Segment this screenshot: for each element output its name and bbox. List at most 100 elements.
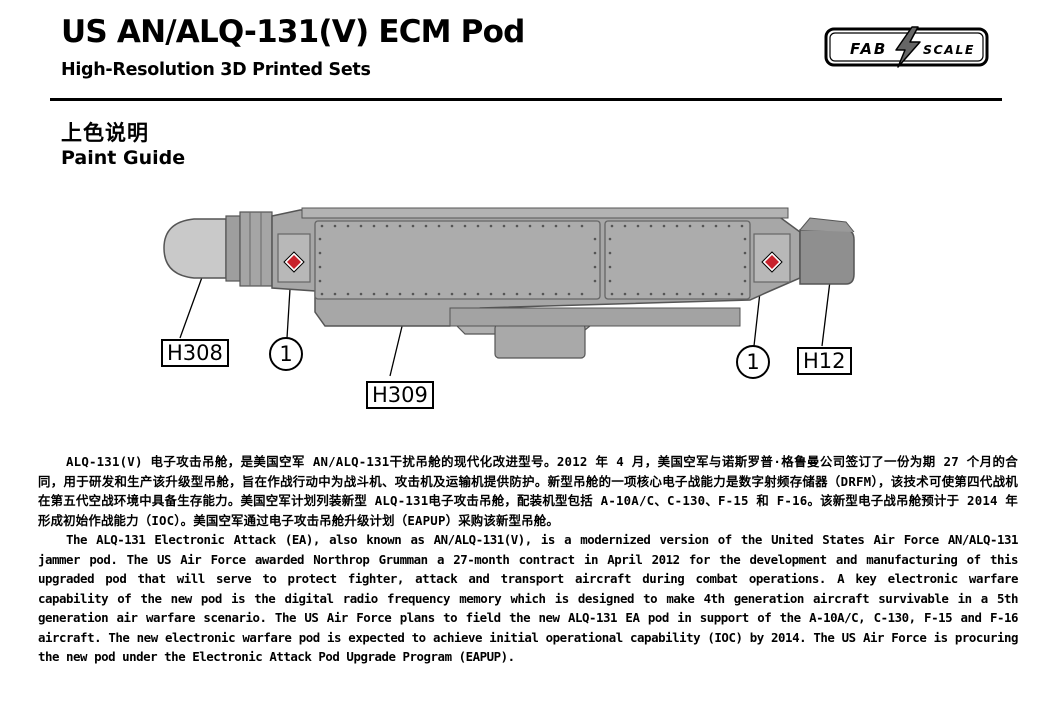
- description-cn: ALQ-131(V) 电子攻击吊舱，是美国空军 AN/ALQ-131干扰吊舱的现…: [38, 454, 1018, 528]
- rivet: [743, 265, 747, 269]
- section-title-cn: 上色说明: [61, 121, 149, 145]
- rivet: [489, 292, 493, 296]
- rivet: [346, 224, 350, 228]
- pod-panel-front: [314, 220, 601, 300]
- ecm-pod-diagram: [163, 207, 855, 377]
- callout-h309: H309: [366, 381, 434, 409]
- callout-h308: H308: [161, 339, 229, 367]
- rivet: [593, 265, 597, 269]
- rivet: [489, 224, 493, 228]
- rivet: [567, 292, 571, 296]
- rivet: [743, 237, 747, 241]
- logo-text-scale: SCALE: [923, 42, 975, 57]
- rivet: [318, 265, 322, 269]
- rivet: [662, 292, 666, 296]
- rivet: [580, 292, 584, 296]
- rivet: [346, 292, 350, 296]
- rivet: [636, 292, 640, 296]
- ref-marker-rear: 1: [736, 345, 770, 379]
- ref-marker-front: 1: [269, 337, 303, 371]
- rivet: [740, 224, 744, 228]
- rivet: [701, 292, 705, 296]
- pod-nose-cone: [163, 218, 227, 279]
- rivet: [333, 224, 337, 228]
- rivet: [398, 292, 402, 296]
- rivet: [727, 224, 731, 228]
- rivet: [385, 292, 389, 296]
- rivet: [727, 292, 731, 296]
- rivet: [675, 292, 679, 296]
- pod-tail-cone: [799, 229, 855, 285]
- rivet: [463, 224, 467, 228]
- rivet: [437, 224, 441, 228]
- rivet: [333, 292, 337, 296]
- rivet: [623, 292, 627, 296]
- rivet: [411, 224, 415, 228]
- rivet: [398, 224, 402, 228]
- rivet: [743, 251, 747, 255]
- rivet: [476, 224, 480, 228]
- rivet: [662, 224, 666, 228]
- rivet: [359, 292, 363, 296]
- fab-scale-logo: FAB SCALE: [824, 26, 989, 68]
- rivet: [541, 292, 545, 296]
- rivet: [636, 224, 640, 228]
- warning-decal-rear: [761, 251, 783, 273]
- rivet: [623, 224, 627, 228]
- page-subtitle: High-Resolution 3D Printed Sets: [61, 60, 371, 80]
- pod-panel-rear: [604, 220, 751, 300]
- rivet: [610, 292, 614, 296]
- rivet: [502, 224, 506, 228]
- rivet: [318, 251, 322, 255]
- rivet: [608, 279, 612, 283]
- logo-text-fab: FAB: [850, 40, 887, 58]
- section-title-en: Paint Guide: [61, 147, 186, 169]
- rivet: [740, 292, 744, 296]
- rivet: [476, 292, 480, 296]
- rivet: [450, 292, 454, 296]
- rivet: [675, 224, 679, 228]
- rivet: [714, 292, 718, 296]
- rivet: [424, 292, 428, 296]
- description-en: The ALQ-131 Electronic Attack (EA), also…: [38, 532, 1018, 664]
- warning-decal-front: [283, 251, 305, 273]
- rivet: [649, 292, 653, 296]
- rivet: [320, 224, 324, 228]
- rivet: [318, 237, 322, 241]
- rivet: [437, 292, 441, 296]
- rivet: [567, 224, 571, 228]
- rivet: [359, 224, 363, 228]
- rivet: [318, 279, 322, 283]
- rivet: [502, 292, 506, 296]
- rivet: [701, 224, 705, 228]
- rivet: [554, 292, 558, 296]
- rivet: [608, 237, 612, 241]
- rivet: [649, 224, 653, 228]
- rivet: [610, 224, 614, 228]
- header-rule: [50, 98, 1002, 101]
- rivet: [372, 292, 376, 296]
- rivet: [593, 279, 597, 283]
- rivet: [411, 292, 415, 296]
- rivet: [372, 224, 376, 228]
- rivet: [528, 224, 532, 228]
- rivet: [463, 292, 467, 296]
- rivet: [593, 237, 597, 241]
- rivet: [541, 224, 545, 228]
- rivet: [580, 224, 584, 228]
- rivet: [714, 224, 718, 228]
- rivet: [593, 251, 597, 255]
- rivet: [385, 224, 389, 228]
- rivet: [450, 224, 454, 228]
- callout-h12: H12: [797, 347, 852, 375]
- pod-forward-ring: [225, 215, 241, 282]
- rivet: [688, 292, 692, 296]
- rivet: [688, 224, 692, 228]
- rivet: [608, 265, 612, 269]
- rivet: [554, 224, 558, 228]
- lightning-bolt-icon: [895, 26, 921, 68]
- rivet: [424, 224, 428, 228]
- rivet: [528, 292, 532, 296]
- rivet: [515, 224, 519, 228]
- rivet: [320, 292, 324, 296]
